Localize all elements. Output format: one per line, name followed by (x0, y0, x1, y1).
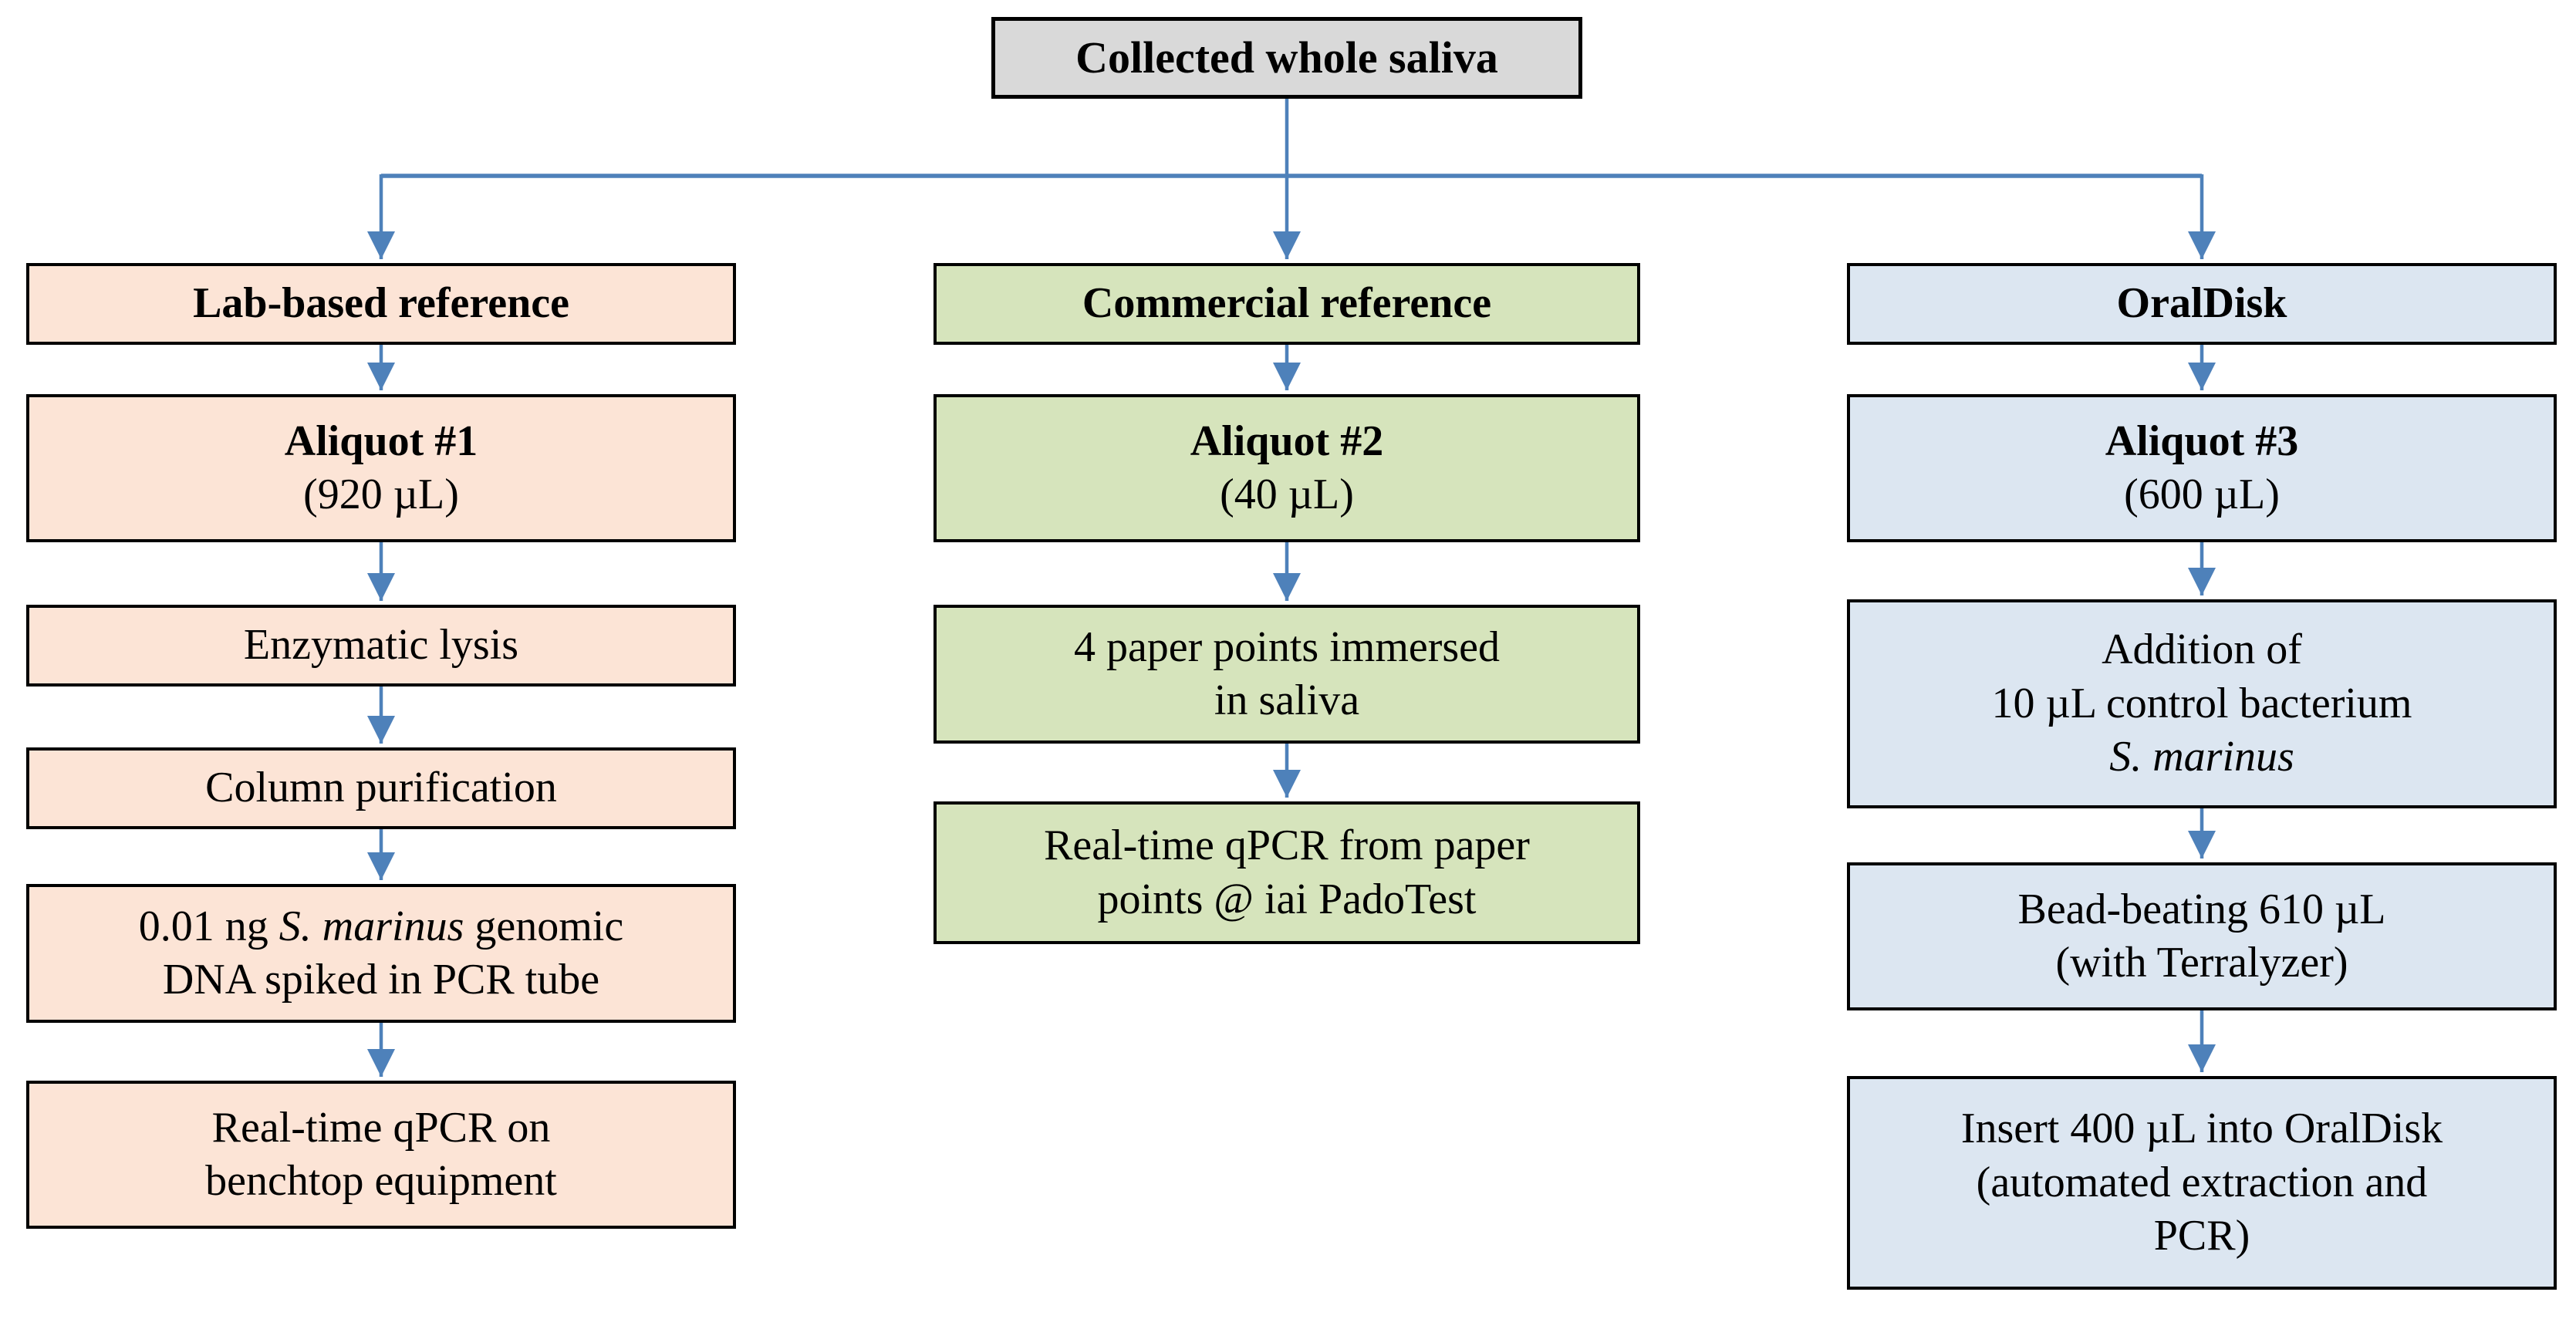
box-oraldisk-header: OralDisk (1847, 263, 2557, 345)
box-qpcr-padotest: Real-time qPCR from paper points @ iai P… (934, 801, 1640, 944)
box-line: Real-time qPCR on (211, 1103, 551, 1152)
box-label: Collected whole saliva (1075, 32, 1498, 83)
box-aliquot-2: Aliquot #2 (40 µL) (934, 394, 1640, 542)
species-name: S. marinus (279, 902, 464, 950)
aliquot-volume: (920 µL) (303, 471, 459, 518)
box-label: Enzymatic lysis (243, 621, 519, 670)
box-label: OralDisk (2116, 279, 2287, 328)
box-dna-spike: 0.01 ng S. marinus genomic DNA spiked in… (26, 884, 736, 1023)
box-line: PCR) (2153, 1212, 2250, 1260)
aliquot-title: Aliquot #1 (284, 417, 478, 465)
box-bead-beating: Bead-beating 610 µL (with Terralyzer) (1847, 862, 2557, 1010)
aliquot-volume: (600 µL) (2124, 471, 2280, 518)
box-line: in saliva (1214, 676, 1360, 724)
box-line: Real-time qPCR from paper (1044, 821, 1530, 870)
box-line: Addition of (2102, 626, 2302, 674)
box-enzymatic-lysis: Enzymatic lysis (26, 605, 736, 686)
box-control-bacterium: Addition of 10 µL control bacterium S. m… (1847, 599, 2557, 808)
box-line: 0.01 ng S. marinus genomic (138, 902, 624, 950)
species-name: S. marinus (2109, 733, 2294, 781)
box-collected-whole-saliva: Collected whole saliva (991, 17, 1582, 99)
box-qpcr-benchtop: Real-time qPCR on benchtop equipment (26, 1081, 736, 1229)
box-line: (with Terralyzer) (2055, 939, 2348, 987)
box-paper-points: 4 paper points immersed in saliva (934, 605, 1640, 744)
box-aliquot-3: Aliquot #3 (600 µL) (1847, 394, 2557, 542)
box-line: 10 µL control bacterium (1991, 679, 2412, 727)
aliquot-title: Aliquot #2 (1190, 417, 1384, 465)
aliquot-title: Aliquot #3 (2105, 417, 2299, 465)
box-line: 4 paper points immersed (1073, 622, 1501, 671)
box-column-purification: Column purification (26, 747, 736, 829)
box-line: Bead-beating 610 µL (2017, 885, 2386, 933)
box-label: Lab-based reference (193, 279, 569, 328)
box-lab-header: Lab-based reference (26, 263, 736, 345)
box-line: (automated extraction and (1976, 1158, 2428, 1206)
box-line: benchtop equipment (205, 1157, 557, 1205)
box-label: Commercial reference (1082, 279, 1492, 328)
box-line: DNA spiked in PCR tube (162, 956, 600, 1004)
box-commercial-header: Commercial reference (934, 263, 1640, 345)
box-label: Column purification (205, 764, 557, 812)
box-line: Insert 400 µL into OralDisk (1960, 1105, 2443, 1153)
box-line: points @ iai PadoTest (1097, 875, 1477, 923)
box-insert-oraldisk: Insert 400 µL into OralDisk (automated e… (1847, 1076, 2557, 1290)
aliquot-volume: (40 µL) (1220, 471, 1354, 518)
box-aliquot-1: Aliquot #1 (920 µL) (26, 394, 736, 542)
